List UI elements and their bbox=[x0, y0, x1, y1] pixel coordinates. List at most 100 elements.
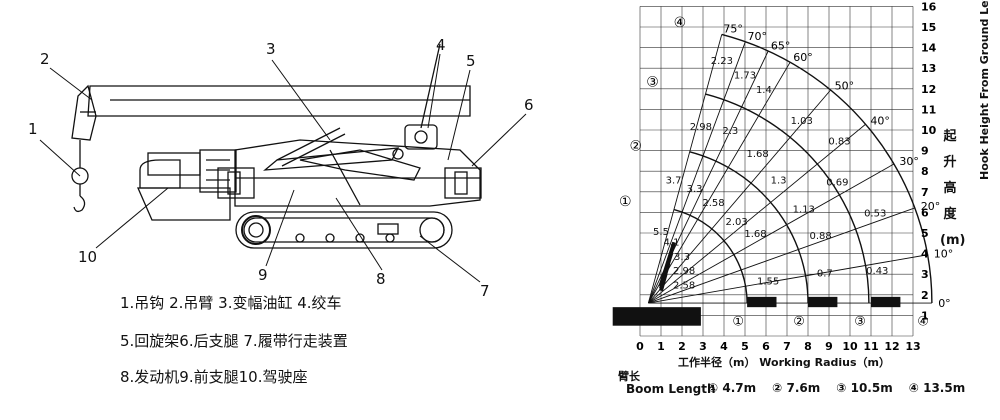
angle-label: 0° bbox=[938, 297, 951, 310]
x-tick-label: 8 bbox=[804, 340, 812, 353]
boom-arc-3 bbox=[705, 93, 870, 304]
load-value-label: 2.23 bbox=[711, 56, 733, 67]
x-tick-label: 4 bbox=[720, 340, 728, 353]
callout-6: 6 bbox=[524, 96, 534, 114]
x-tick-label: 3 bbox=[699, 340, 707, 353]
y-tick-label: 8 bbox=[921, 165, 929, 178]
angle-label: 40° bbox=[870, 114, 890, 127]
callout-5: 5 bbox=[466, 52, 476, 70]
angle-ray bbox=[648, 89, 831, 304]
angle-rays bbox=[647, 34, 932, 304]
angle-ray bbox=[647, 34, 723, 304]
crawler-track bbox=[235, 211, 453, 249]
callout-2: 2 bbox=[40, 50, 50, 68]
boom-length-label-en: Boom Length bbox=[626, 382, 716, 396]
x-tick-label: 0 bbox=[636, 340, 644, 353]
y-axis-label-en: Hook Height From Ground Level(m) bbox=[978, 0, 991, 180]
crane-diagram: 1 2 3 4 5 6 7 8 9 10 1.吊钩 2.吊臂 3.变幅油缸 4.… bbox=[28, 36, 534, 386]
engine bbox=[199, 149, 237, 193]
load-value-label: 1.3 bbox=[771, 176, 787, 187]
load-value-label: 0.7 bbox=[817, 268, 833, 279]
operator-seat bbox=[137, 152, 231, 221]
x-tick-label: 10 bbox=[842, 340, 858, 353]
load-value-label: 4.1 bbox=[664, 237, 680, 248]
callout-7: 7 bbox=[480, 282, 490, 300]
load-value-label: 2.3 bbox=[722, 126, 738, 137]
y-tick-label: 16 bbox=[921, 0, 937, 13]
hook bbox=[71, 140, 89, 213]
legend-line-2: 5.回旋架6.后支腿 7.履带行走装置 bbox=[120, 332, 348, 350]
y-tick-label: 1 bbox=[921, 309, 929, 322]
x-tick-label: 5 bbox=[741, 340, 749, 353]
angle-ray bbox=[647, 41, 746, 304]
boom-arc-1 bbox=[673, 208, 748, 304]
boom-length-item-4: ④ 13.5m bbox=[908, 381, 966, 395]
angle-label: 60° bbox=[793, 51, 813, 64]
y-tick-label: 9 bbox=[921, 145, 929, 158]
callout-4: 4 bbox=[436, 36, 446, 54]
x-axis-label: 工作半径（m） Working Radius（m） bbox=[678, 356, 891, 369]
load-value-label: 0.83 bbox=[828, 136, 850, 147]
legend-line-1: 1.吊钩 2.吊臂 3.变幅油缸 4.绞车 bbox=[120, 294, 342, 312]
x-tick-label: 2 bbox=[678, 340, 686, 353]
outrigger-block bbox=[808, 296, 838, 308]
angle-ray bbox=[648, 207, 915, 304]
luffing-cylinder bbox=[263, 127, 404, 171]
angle-label: 75° bbox=[723, 22, 743, 35]
chart-grid bbox=[639, 6, 914, 337]
angle-label: 20° bbox=[921, 200, 941, 213]
outrigger-block bbox=[747, 296, 777, 308]
y-tick-label: 14 bbox=[921, 42, 937, 55]
y-tick-label: 2 bbox=[921, 289, 929, 302]
y-tick-label: 13 bbox=[921, 62, 936, 75]
callout-9: 9 bbox=[258, 266, 268, 284]
y-tick-label: 11 bbox=[921, 103, 936, 116]
angle-ray bbox=[648, 123, 866, 304]
load-value-label: 2.58 bbox=[673, 281, 695, 292]
load-value-label: 2.03 bbox=[725, 217, 747, 228]
load-value-label: 1.68 bbox=[744, 229, 766, 240]
load-value-label: 1.13 bbox=[793, 204, 815, 215]
angle-label: 70° bbox=[748, 30, 768, 43]
angle-ray bbox=[648, 163, 895, 304]
angle-ray bbox=[648, 254, 928, 304]
callout-8: 8 bbox=[376, 270, 386, 288]
y-tick-label: 12 bbox=[921, 83, 936, 96]
boom-arc-2 bbox=[689, 151, 809, 304]
load-value-label: 3.7 bbox=[666, 176, 682, 187]
x-tick-label: 9 bbox=[825, 340, 833, 353]
boom-symbol-bottom-2: ② bbox=[793, 315, 805, 330]
chart-crane-base bbox=[612, 307, 701, 326]
boom-length-item-3: ③ 10.5m bbox=[836, 381, 893, 395]
y-tick-label: 5 bbox=[921, 227, 929, 240]
y-tick-label: 15 bbox=[921, 21, 936, 34]
load-value-label: 0.69 bbox=[826, 178, 848, 189]
load-value-label: 0.43 bbox=[866, 266, 888, 277]
y-tick-label: 3 bbox=[921, 268, 929, 281]
load-value-label: 1.68 bbox=[746, 149, 768, 160]
x-tick-label: 6 bbox=[762, 340, 770, 353]
angle-label: 10° bbox=[934, 248, 954, 261]
outrigger-block bbox=[871, 296, 901, 308]
callout-10: 10 bbox=[78, 248, 97, 266]
callout-leaders bbox=[39, 53, 527, 283]
boom-silhouette-4 bbox=[659, 241, 677, 286]
boom bbox=[71, 84, 471, 141]
boom-arc-4 bbox=[721, 33, 933, 304]
load-value-label: 3.3 bbox=[674, 252, 690, 263]
load-value-label: 5.5 bbox=[653, 227, 669, 238]
load-value-label: 3.3 bbox=[687, 184, 703, 195]
boom-length-label-cn: 臂长 bbox=[618, 370, 640, 383]
angle-label: 65° bbox=[771, 39, 791, 52]
callout-1: 1 bbox=[28, 120, 38, 138]
boom-symbol-1: ① bbox=[619, 194, 632, 210]
winch bbox=[404, 43, 441, 150]
boom-symbol-bottom-1: ① bbox=[732, 315, 744, 330]
x-tick-label: 1 bbox=[657, 340, 665, 353]
load-value-label: 0.53 bbox=[864, 209, 886, 220]
callout-3: 3 bbox=[266, 40, 276, 58]
boom-symbol-4: ④ bbox=[674, 15, 687, 31]
